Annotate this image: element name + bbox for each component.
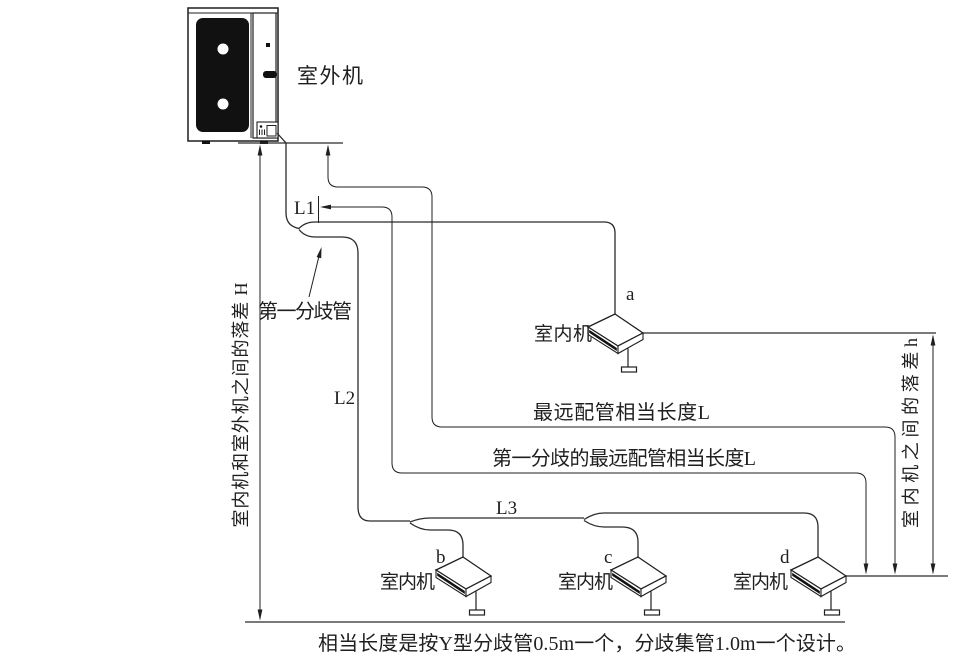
pipe-drop-to-unit-b <box>409 522 464 557</box>
dim-label-first-branch-farthest: 第一分歧的最远配管相当长度L <box>492 447 756 470</box>
dim-path-farthest-pipe <box>327 147 896 571</box>
outdoor-unit-label: 室外机 <box>297 64 363 88</box>
side-panel-handle <box>263 71 277 78</box>
note-text: 相当长度是按Y型分歧管0.5m一个，分歧集管1.0m一个设计。 <box>318 632 856 655</box>
dim-label-farthest-pipe: 最远配管相当长度L <box>533 401 710 424</box>
first-branch-leader-line <box>308 251 321 298</box>
indoor-unit-d <box>790 556 847 616</box>
segment-label-l1: L1 <box>294 198 315 219</box>
unit-b-label: 室内机 <box>380 571 435 593</box>
unit-c-id-label: c <box>604 547 612 568</box>
unit-d-id-label: d <box>780 547 790 568</box>
fan-hub-top <box>217 43 229 55</box>
pipe-main-from-outdoor <box>276 132 300 230</box>
pipe-drop-to-unit-c <box>583 519 639 557</box>
dimension-arrowheads <box>257 144 936 621</box>
pipe-run-L3 <box>409 517 584 523</box>
dim-path-first-branch-farthest <box>322 206 867 571</box>
dim-label-indoor-drop-h: 室内机之间的落差h <box>901 338 921 528</box>
unit-a-id-label: a <box>626 284 635 305</box>
unit-d-label: 室内机 <box>733 571 788 593</box>
dim-label-outdoor-indoor-drop-H: 室内机和室外机之间的落差 H <box>231 283 251 528</box>
pipe-branch-down-L2 <box>298 229 410 522</box>
first-branch-label: 第一分歧管 <box>258 300 352 323</box>
unit-b-id-label: b <box>436 547 446 568</box>
pipe-run-to-unit-d <box>583 512 819 557</box>
fan-hub-bottom <box>217 98 229 110</box>
outdoor-unit-fan-grille <box>196 18 249 132</box>
unit-c-label: 室内机 <box>558 571 613 593</box>
segment-label-l2: L2 <box>334 388 355 409</box>
unit-a-label: 室内机 <box>534 323 592 345</box>
indoor-unit-a <box>587 313 644 373</box>
indoor-unit-c <box>610 556 667 616</box>
outdoor-unit <box>187 7 279 144</box>
pipe-branch-to-unit-a <box>298 221 616 316</box>
segment-label-l3: L3 <box>496 498 517 519</box>
